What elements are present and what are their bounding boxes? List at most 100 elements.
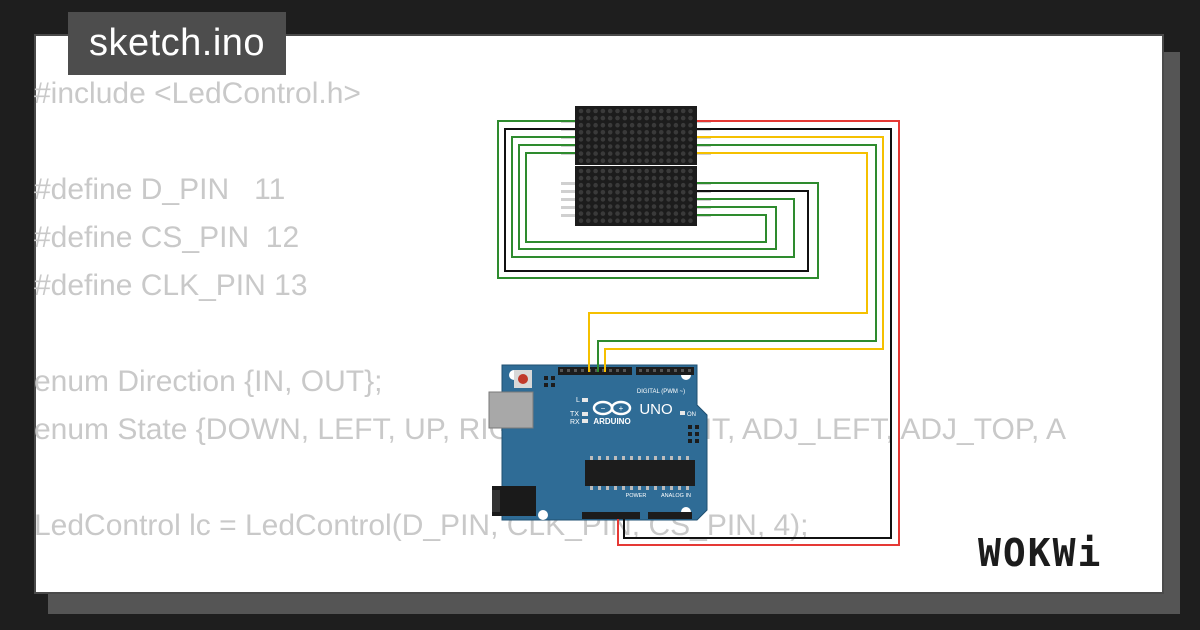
digital-header-right	[636, 367, 694, 375]
led-dot	[593, 204, 598, 209]
led-dot	[607, 115, 613, 121]
led-dot	[659, 175, 664, 181]
led-dot	[629, 115, 635, 121]
led-dot	[659, 158, 664, 163]
led-dot	[629, 158, 635, 163]
led-dot	[600, 158, 606, 163]
led-dot	[629, 175, 635, 181]
led-dot	[644, 218, 649, 223]
led-dot	[600, 151, 606, 156]
led-dot	[586, 182, 591, 188]
led-dot	[615, 158, 620, 163]
led-dot	[578, 137, 584, 142]
led-dot	[651, 130, 657, 135]
led-dot	[644, 130, 649, 135]
led-dot	[680, 115, 686, 121]
led-dot	[651, 211, 657, 216]
led-dot	[637, 122, 642, 128]
led-dot	[666, 108, 671, 114]
led-dot	[600, 197, 606, 202]
led-dot	[578, 168, 584, 174]
led-dot	[688, 204, 693, 209]
led-dot	[607, 122, 613, 128]
led-dot	[615, 190, 620, 195]
led-dot	[578, 204, 584, 209]
led-dot	[578, 218, 584, 223]
led-dot	[680, 158, 686, 163]
led-dot	[659, 115, 664, 121]
led-dot	[680, 108, 686, 114]
led-dot	[644, 211, 649, 216]
file-tab[interactable]: sketch.ino	[68, 12, 286, 75]
brand-label: ARDUINO	[593, 417, 630, 426]
led-dot	[637, 144, 642, 149]
led-dot	[622, 137, 628, 142]
led-dot	[688, 137, 693, 142]
led-dot	[673, 197, 679, 202]
led-dot	[600, 218, 606, 223]
led-dot	[659, 168, 664, 174]
led-dot	[586, 137, 591, 142]
led-dot	[644, 204, 649, 209]
led-dot	[651, 175, 657, 181]
led-dot	[607, 197, 613, 202]
l-led-label: L	[576, 397, 580, 404]
led-dot	[600, 175, 606, 181]
led-dot	[615, 168, 620, 174]
led-dot	[600, 130, 606, 135]
led-dot	[622, 204, 628, 209]
led-dot	[578, 151, 584, 156]
led-dot	[688, 182, 693, 188]
led-dot	[637, 130, 642, 135]
led-dot	[607, 204, 613, 209]
led-dot	[644, 122, 649, 128]
led-dot	[637, 137, 642, 142]
mounting-hole	[538, 510, 548, 520]
led-matrix-bottom[interactable]	[575, 166, 697, 226]
code-line[interactable]: enum Direction {IN, OUT};	[34, 365, 383, 398]
led-dot	[637, 168, 642, 174]
code-line[interactable]: #define D_PIN 11	[34, 173, 286, 206]
led-dot	[688, 197, 693, 202]
led-dot	[673, 130, 679, 135]
led-dot	[607, 158, 613, 163]
led-dot	[622, 158, 628, 163]
wires	[497, 120, 900, 546]
led-dot	[680, 130, 686, 135]
led-dot	[593, 130, 598, 135]
led-dot	[688, 168, 693, 174]
led-dot	[688, 122, 693, 128]
led-dot	[615, 122, 620, 128]
led-dot	[673, 108, 679, 114]
led-dot	[680, 151, 686, 156]
led-dot	[586, 211, 591, 216]
led-dot	[666, 130, 671, 135]
led-dot	[666, 151, 671, 156]
led-dot	[680, 211, 686, 216]
code-editor[interactable]: #include <LedControl.h> #define D_PIN 11 #…	[34, 70, 1066, 550]
code-line[interactable]: #define CLK_PIN 13	[34, 269, 308, 302]
led-dot	[615, 151, 620, 156]
led-dot	[659, 197, 664, 202]
arduino-uno-board[interactable]: DIGITAL (PWM ~) L TX RX − + ARDUINO UNO …	[488, 364, 708, 521]
led-dot	[607, 211, 613, 216]
led-matrix-top[interactable]	[575, 106, 697, 165]
wokwi-logo[interactable]: WOKWi	[976, 526, 1152, 580]
led-dot	[666, 137, 671, 142]
led-dot	[666, 204, 671, 209]
code-line[interactable]: #include <LedControl.h>	[34, 77, 361, 110]
led-dot	[593, 144, 598, 149]
led-dot	[651, 190, 657, 195]
led-dot	[578, 115, 584, 121]
code-line[interactable]: #define CS_PIN 12	[34, 221, 300, 254]
led-dot	[651, 122, 657, 128]
led-dot	[586, 108, 591, 114]
led-dot	[600, 211, 606, 216]
led-dot	[607, 168, 613, 174]
led-dot	[600, 182, 606, 188]
led-dot	[607, 151, 613, 156]
led-dot	[673, 218, 679, 223]
led-dot	[578, 130, 584, 135]
led-dot	[593, 211, 598, 216]
